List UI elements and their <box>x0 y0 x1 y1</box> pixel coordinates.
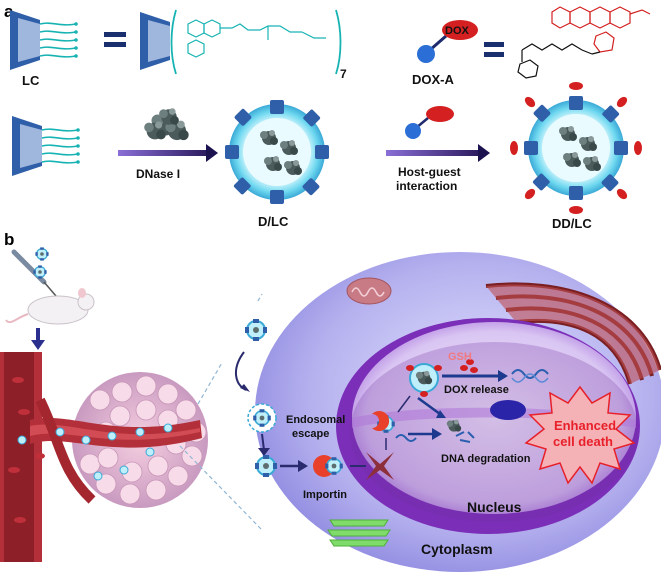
dox-badge: DOX <box>445 25 470 37</box>
cell-death-burst-icon <box>524 385 636 485</box>
lc-carrier-icon <box>10 10 79 70</box>
dox-a-label: DOX-A <box>412 72 455 87</box>
lc-carrier-row2-icon <box>12 116 81 176</box>
host-guest-label-1: Host-guest <box>398 165 461 179</box>
nuclear-pore-icon <box>366 452 394 480</box>
cytoplasm-label: Cytoplasm <box>421 541 493 557</box>
ddlc-label: DD/LC <box>552 216 592 231</box>
dna-degradation-label: DNA degradation <box>441 453 531 465</box>
panel-b-label: b <box>4 230 14 249</box>
lc-label: LC <box>22 73 40 88</box>
panel-a-label: a <box>4 2 14 21</box>
host-guest-label-2: interaction <box>396 179 457 193</box>
dlc-nanoparticle-icon <box>225 100 329 204</box>
importin-label: Importin <box>303 489 347 501</box>
dox-a-small-icon <box>405 106 454 139</box>
mitochondrion-icon <box>346 277 392 305</box>
down-arrow-icon <box>31 328 45 350</box>
endosomal-label-1: Endosomal <box>286 414 345 426</box>
dox-release-label: DOX release <box>444 384 509 396</box>
enhanced-label-2: cell death <box>553 434 613 449</box>
nanoparticle-dose-icon <box>32 246 50 280</box>
lc-chemical-structure: 7 <box>140 9 347 81</box>
lc-repeat-count: 7 <box>340 67 347 81</box>
dox-a-icon <box>417 20 478 63</box>
ddlc-nanoparticle-icon <box>510 82 642 214</box>
dnase-label: DNase I <box>136 167 180 181</box>
nucleus-label: Nucleus <box>467 499 522 515</box>
dnase-arrow-icon <box>118 144 218 162</box>
cell-nanoparticle-path <box>235 318 549 478</box>
host-guest-arrow-icon <box>386 144 490 162</box>
equals-icon-2 <box>484 42 504 57</box>
gsh-label: GSH <box>448 351 472 363</box>
dlc-label: D/LC <box>258 214 289 229</box>
enhanced-label-1: Enhanced <box>554 418 616 433</box>
endosomal-label-2: escape <box>292 428 329 440</box>
dnase-enzyme-icon <box>144 108 189 141</box>
tumor-vessel-illustration <box>0 352 208 562</box>
dox-a-chemical-structure <box>517 6 651 79</box>
equals-icon <box>104 32 126 47</box>
mouse-icon <box>5 288 95 325</box>
golgi-icon <box>327 519 391 547</box>
